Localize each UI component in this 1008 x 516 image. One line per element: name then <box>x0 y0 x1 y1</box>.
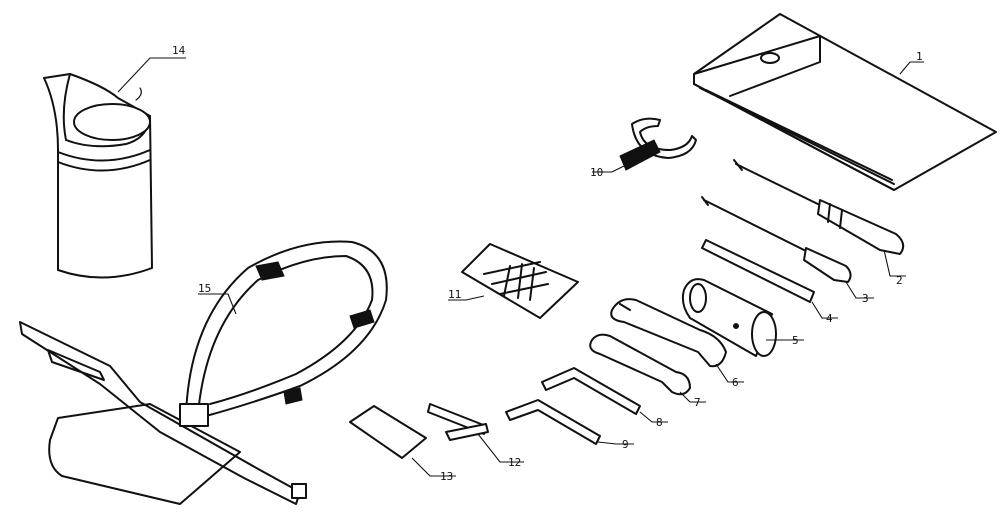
callout-7: 7 <box>694 396 701 409</box>
callout-2: 2 <box>896 274 903 287</box>
callout-8: 8 <box>656 416 663 429</box>
part-strap <box>19 240 388 505</box>
part-screwdriver-small <box>701 196 852 283</box>
callout-1: 1 <box>916 50 923 63</box>
callout-5: 5 <box>792 334 799 347</box>
part-pouch <box>693 13 997 191</box>
part-hex-key-8 <box>541 367 641 415</box>
part-bottle <box>43 73 153 279</box>
part-hex-key-9 <box>505 399 601 445</box>
callout-15: 15 <box>198 282 211 295</box>
callout-13: 13 <box>440 470 453 483</box>
part-wrench-6 <box>610 298 727 368</box>
callout-4: 4 <box>826 312 833 325</box>
part-cloth <box>349 405 427 459</box>
part-wrench-7 <box>589 333 691 396</box>
part-screwdriver-large <box>733 159 905 255</box>
callout-9: 9 <box>622 438 629 451</box>
callout-14: 14 <box>172 44 186 57</box>
callout-10: 10 <box>590 166 603 179</box>
callout-3: 3 <box>862 292 869 305</box>
callout-12: 12 <box>508 456 521 469</box>
part-small-wrenches <box>427 403 489 441</box>
part-hook-spanner <box>619 117 697 171</box>
part-pin-card <box>461 243 579 319</box>
callout-11: 11 <box>448 288 461 301</box>
callout-leaders <box>117 57 924 477</box>
part-rod <box>701 239 815 303</box>
part-box-wrench <box>681 278 777 357</box>
callout-6: 6 <box>732 376 739 389</box>
